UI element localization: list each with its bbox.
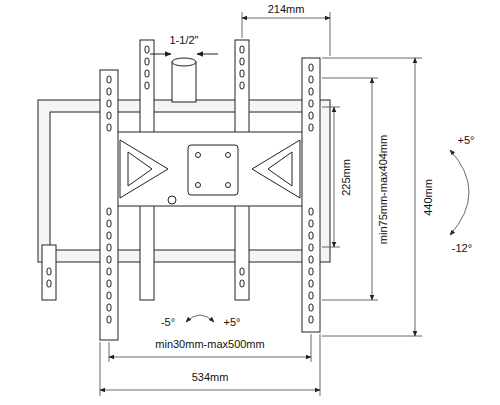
angle-label: +5° — [222, 316, 243, 329]
wall-plate — [38, 100, 330, 262]
dimension-label: min30mm-max500mm — [153, 338, 266, 351]
rail-slot — [107, 76, 111, 83]
rail-slot — [240, 280, 244, 287]
plate-hole — [226, 183, 231, 188]
tv-rail — [100, 70, 118, 340]
rail-slot — [107, 208, 111, 215]
rail-slot — [309, 316, 313, 323]
dimension-line — [372, 78, 373, 300]
wall-plate-cutout — [50, 112, 318, 250]
rail-slot — [107, 304, 111, 311]
rail-slot — [309, 124, 313, 131]
pipe-size-label: 1-1/2" — [168, 34, 201, 47]
dimension-line — [109, 357, 311, 358]
rail-slot — [309, 64, 313, 71]
dimension-line — [334, 107, 335, 247]
swivel-arrow — [186, 315, 214, 322]
rail-slot — [107, 256, 111, 263]
rail-slot — [240, 70, 244, 77]
dimension-line — [242, 18, 330, 19]
rail-slot — [107, 88, 111, 95]
rail-slot — [145, 70, 149, 77]
dimension-label: 214mm — [266, 3, 307, 16]
rail-slot — [309, 100, 313, 107]
plate-hole — [196, 153, 201, 158]
rail-slot — [309, 256, 313, 263]
rail-slot — [145, 46, 149, 53]
rail-slot — [309, 88, 313, 95]
angle-label: +5° — [456, 134, 477, 147]
rail-slot — [309, 304, 313, 311]
front-crossbar — [112, 132, 308, 206]
truss-right — [252, 140, 300, 198]
tv-rail — [302, 58, 320, 332]
angle-label: -12° — [450, 242, 474, 255]
pipe-arrow — [150, 54, 171, 55]
rail-slot — [107, 268, 111, 275]
rail-slot — [107, 112, 111, 119]
rail-slot — [309, 208, 313, 215]
rail-slot — [240, 58, 244, 65]
rail-slot — [240, 46, 244, 53]
dimension-label: 534mm — [190, 371, 231, 384]
rail-slot — [309, 280, 313, 287]
rail-slot — [309, 76, 313, 83]
pivot-knob — [168, 196, 176, 204]
rail-slot — [47, 268, 51, 275]
angle-label: -5° — [159, 316, 177, 329]
rail-slot — [107, 316, 111, 323]
rear-rail — [42, 245, 56, 300]
dimension-line — [100, 390, 320, 391]
dimension-label: min75mm-max404mm — [377, 132, 390, 245]
rail-slot — [107, 220, 111, 227]
truss-left — [120, 140, 168, 198]
rail-slot — [107, 232, 111, 239]
rail-slot — [107, 244, 111, 251]
rail-slot — [145, 82, 149, 89]
rail-slot — [107, 124, 111, 131]
plate-hole — [226, 153, 231, 158]
rail-slot — [47, 280, 51, 287]
rail-slot — [309, 112, 313, 119]
dimension-line — [415, 58, 416, 336]
pipe — [172, 62, 196, 102]
rail-slot — [240, 82, 244, 89]
dimension-label: 225mm — [340, 157, 353, 198]
rail-slot — [107, 100, 111, 107]
rail-slot — [240, 268, 244, 275]
dimension-label: 440mm — [422, 177, 435, 218]
pipe-top — [172, 58, 196, 66]
center-plate — [188, 145, 238, 195]
rail-slot — [309, 292, 313, 299]
rail-slot — [309, 232, 313, 239]
plate-hole — [196, 183, 201, 188]
rail-slot — [309, 220, 313, 227]
rail-slot — [145, 58, 149, 65]
tilt-arrow — [450, 150, 469, 235]
rail-slot — [107, 292, 111, 299]
pipe-arrow — [197, 54, 218, 55]
rail-slot — [309, 268, 313, 275]
rail-slot — [107, 280, 111, 287]
rail-slot — [309, 244, 313, 251]
